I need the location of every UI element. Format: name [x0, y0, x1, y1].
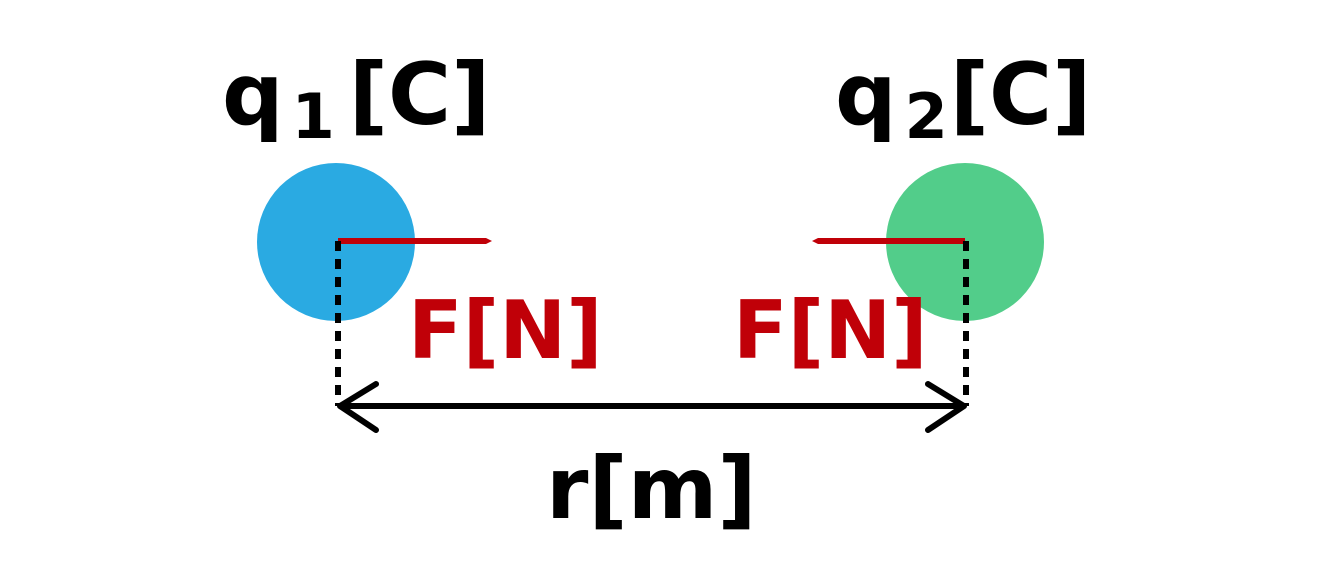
distance-label: r[m]: [546, 439, 757, 539]
charge-2-subscript: 2: [905, 80, 948, 153]
charge-1-symbol: q: [222, 45, 284, 145]
force-label-2: F[N]: [733, 284, 928, 377]
charge-1-subscript: 1: [292, 80, 335, 153]
force-label-1: F[N]: [408, 284, 603, 377]
charge-2-symbol: q: [835, 45, 897, 145]
charge-1-unit: [C]: [349, 45, 491, 145]
distance-arrow-right-head: [925, 381, 967, 433]
distance-arrow-left-head: [337, 381, 379, 433]
charge-2-unit: [C]: [950, 45, 1092, 145]
